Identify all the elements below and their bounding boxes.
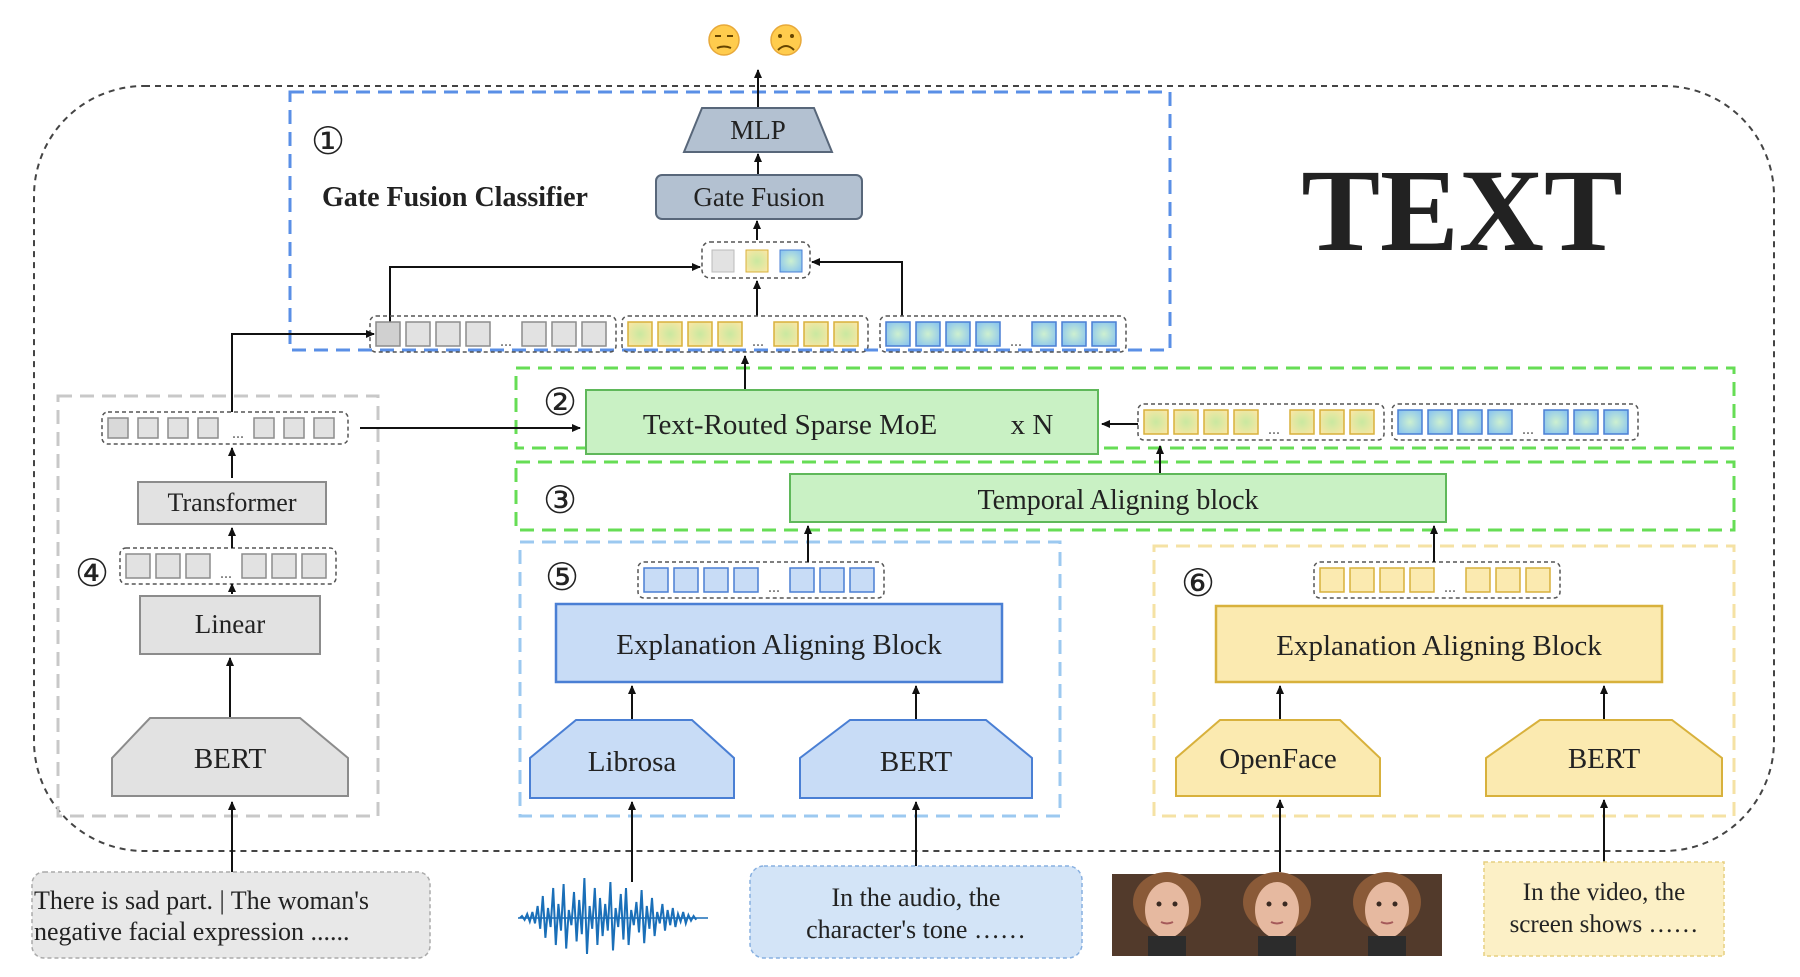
ellipsis: ... xyxy=(752,333,764,350)
ellipsis: ... xyxy=(500,333,512,350)
video-explanation-block xyxy=(1214,604,1664,684)
moe-label: Text-Routed Sparse MoE xyxy=(643,409,937,441)
section-number-6: ⑥ xyxy=(1181,563,1215,605)
moe-input-video: ... xyxy=(1391,403,1639,441)
text-input-box xyxy=(31,871,431,959)
text-bert-block xyxy=(111,717,349,797)
temporal-aligning-block xyxy=(789,473,1447,523)
mlp-block xyxy=(682,107,834,153)
video-branch-output: ... xyxy=(1313,561,1561,599)
temporal-aligning-label: Temporal Aligning block xyxy=(977,485,1258,516)
moe-block xyxy=(585,389,1099,455)
gate-fusion-classifier-title: Gate Fusion Classifier xyxy=(322,182,588,213)
gate-fusion-label: Gate Fusion xyxy=(693,182,825,212)
video-bert-block xyxy=(1485,719,1723,797)
text-branch-region xyxy=(56,394,380,818)
text-linear-output: ... xyxy=(119,547,337,585)
video-desc-box xyxy=(1483,861,1725,957)
audio-waveform-icon xyxy=(518,877,708,955)
ellipsis: ... xyxy=(1444,579,1456,596)
outer-frame xyxy=(33,85,1775,852)
gate-fusion-region xyxy=(288,90,1172,352)
ellipsis: ... xyxy=(232,425,244,442)
audio-branch-output: ... xyxy=(637,561,885,599)
video-desc-line2: screen shows …… xyxy=(1510,911,1699,938)
librosa-label: Librosa xyxy=(588,746,677,778)
audio-bert-block xyxy=(799,719,1033,799)
ellipsis: ... xyxy=(1268,421,1280,438)
text-input-line1: There is sad part. | The woman's xyxy=(34,886,369,915)
feature-row-audio: ... xyxy=(621,315,869,353)
feature-row-text: ... xyxy=(369,315,617,353)
video-desc-line1: In the video, the xyxy=(1523,879,1685,906)
unamused-face-icon xyxy=(708,24,740,56)
moe-repeat-label: x N xyxy=(1011,409,1054,441)
fused-token-group xyxy=(701,241,811,279)
audio-desc-line2: character's tone …… xyxy=(806,915,1026,944)
video-explanation-label: Explanation Aligning Block xyxy=(1276,630,1602,662)
ellipsis: ... xyxy=(768,579,780,596)
video-branch-region xyxy=(1152,544,1736,818)
temporal-region xyxy=(514,460,1736,532)
feature-row-video: ... xyxy=(879,315,1127,353)
moe-input-audio: ... xyxy=(1137,403,1385,441)
openface-label: OpenFace xyxy=(1219,743,1337,775)
audio-explanation-block xyxy=(554,602,1004,684)
text-transformer-output: ... xyxy=(101,411,349,445)
text-bert-label: BERT xyxy=(194,743,267,775)
output-emoji-1-text: 😒 xyxy=(724,9,726,11)
linear-label: Linear xyxy=(195,609,265,639)
audio-desc-line1: In the audio, the xyxy=(832,883,1001,912)
video-bert-label: BERT xyxy=(1568,743,1641,775)
ellipsis: ... xyxy=(1522,421,1534,438)
mlp-label: MLP xyxy=(730,115,786,145)
video-frames-image xyxy=(1112,872,1442,956)
moe-region xyxy=(514,366,1736,450)
section-number-2: ② xyxy=(543,382,577,424)
big-text-title: TEXT xyxy=(1301,145,1622,276)
token-strips: ........................... xyxy=(101,315,1639,599)
audio-explanation-label: Explanation Aligning Block xyxy=(616,629,942,661)
section-number-3: ③ xyxy=(543,480,577,522)
audio-desc-box xyxy=(749,865,1083,959)
audio-bert-label: BERT xyxy=(880,746,953,778)
openface-block xyxy=(1175,719,1381,797)
audio-branch-region xyxy=(518,540,1062,818)
section-number-5: ⑤ xyxy=(545,557,579,599)
ellipsis: ... xyxy=(220,565,232,582)
output-emoji-2-text: ☹ xyxy=(786,9,787,11)
section-number-4: ④ xyxy=(75,553,109,595)
ellipsis: ... xyxy=(1010,333,1022,350)
gate-fusion-block xyxy=(655,174,863,220)
section-number-1: ① xyxy=(311,121,345,163)
librosa-block xyxy=(529,719,735,799)
text-input-line2: negative facial expression ...... xyxy=(34,917,350,946)
frowning-face-icon xyxy=(770,24,802,56)
transformer-label: Transformer xyxy=(167,488,296,517)
linear-block xyxy=(139,595,321,655)
transformer-block xyxy=(137,481,327,525)
